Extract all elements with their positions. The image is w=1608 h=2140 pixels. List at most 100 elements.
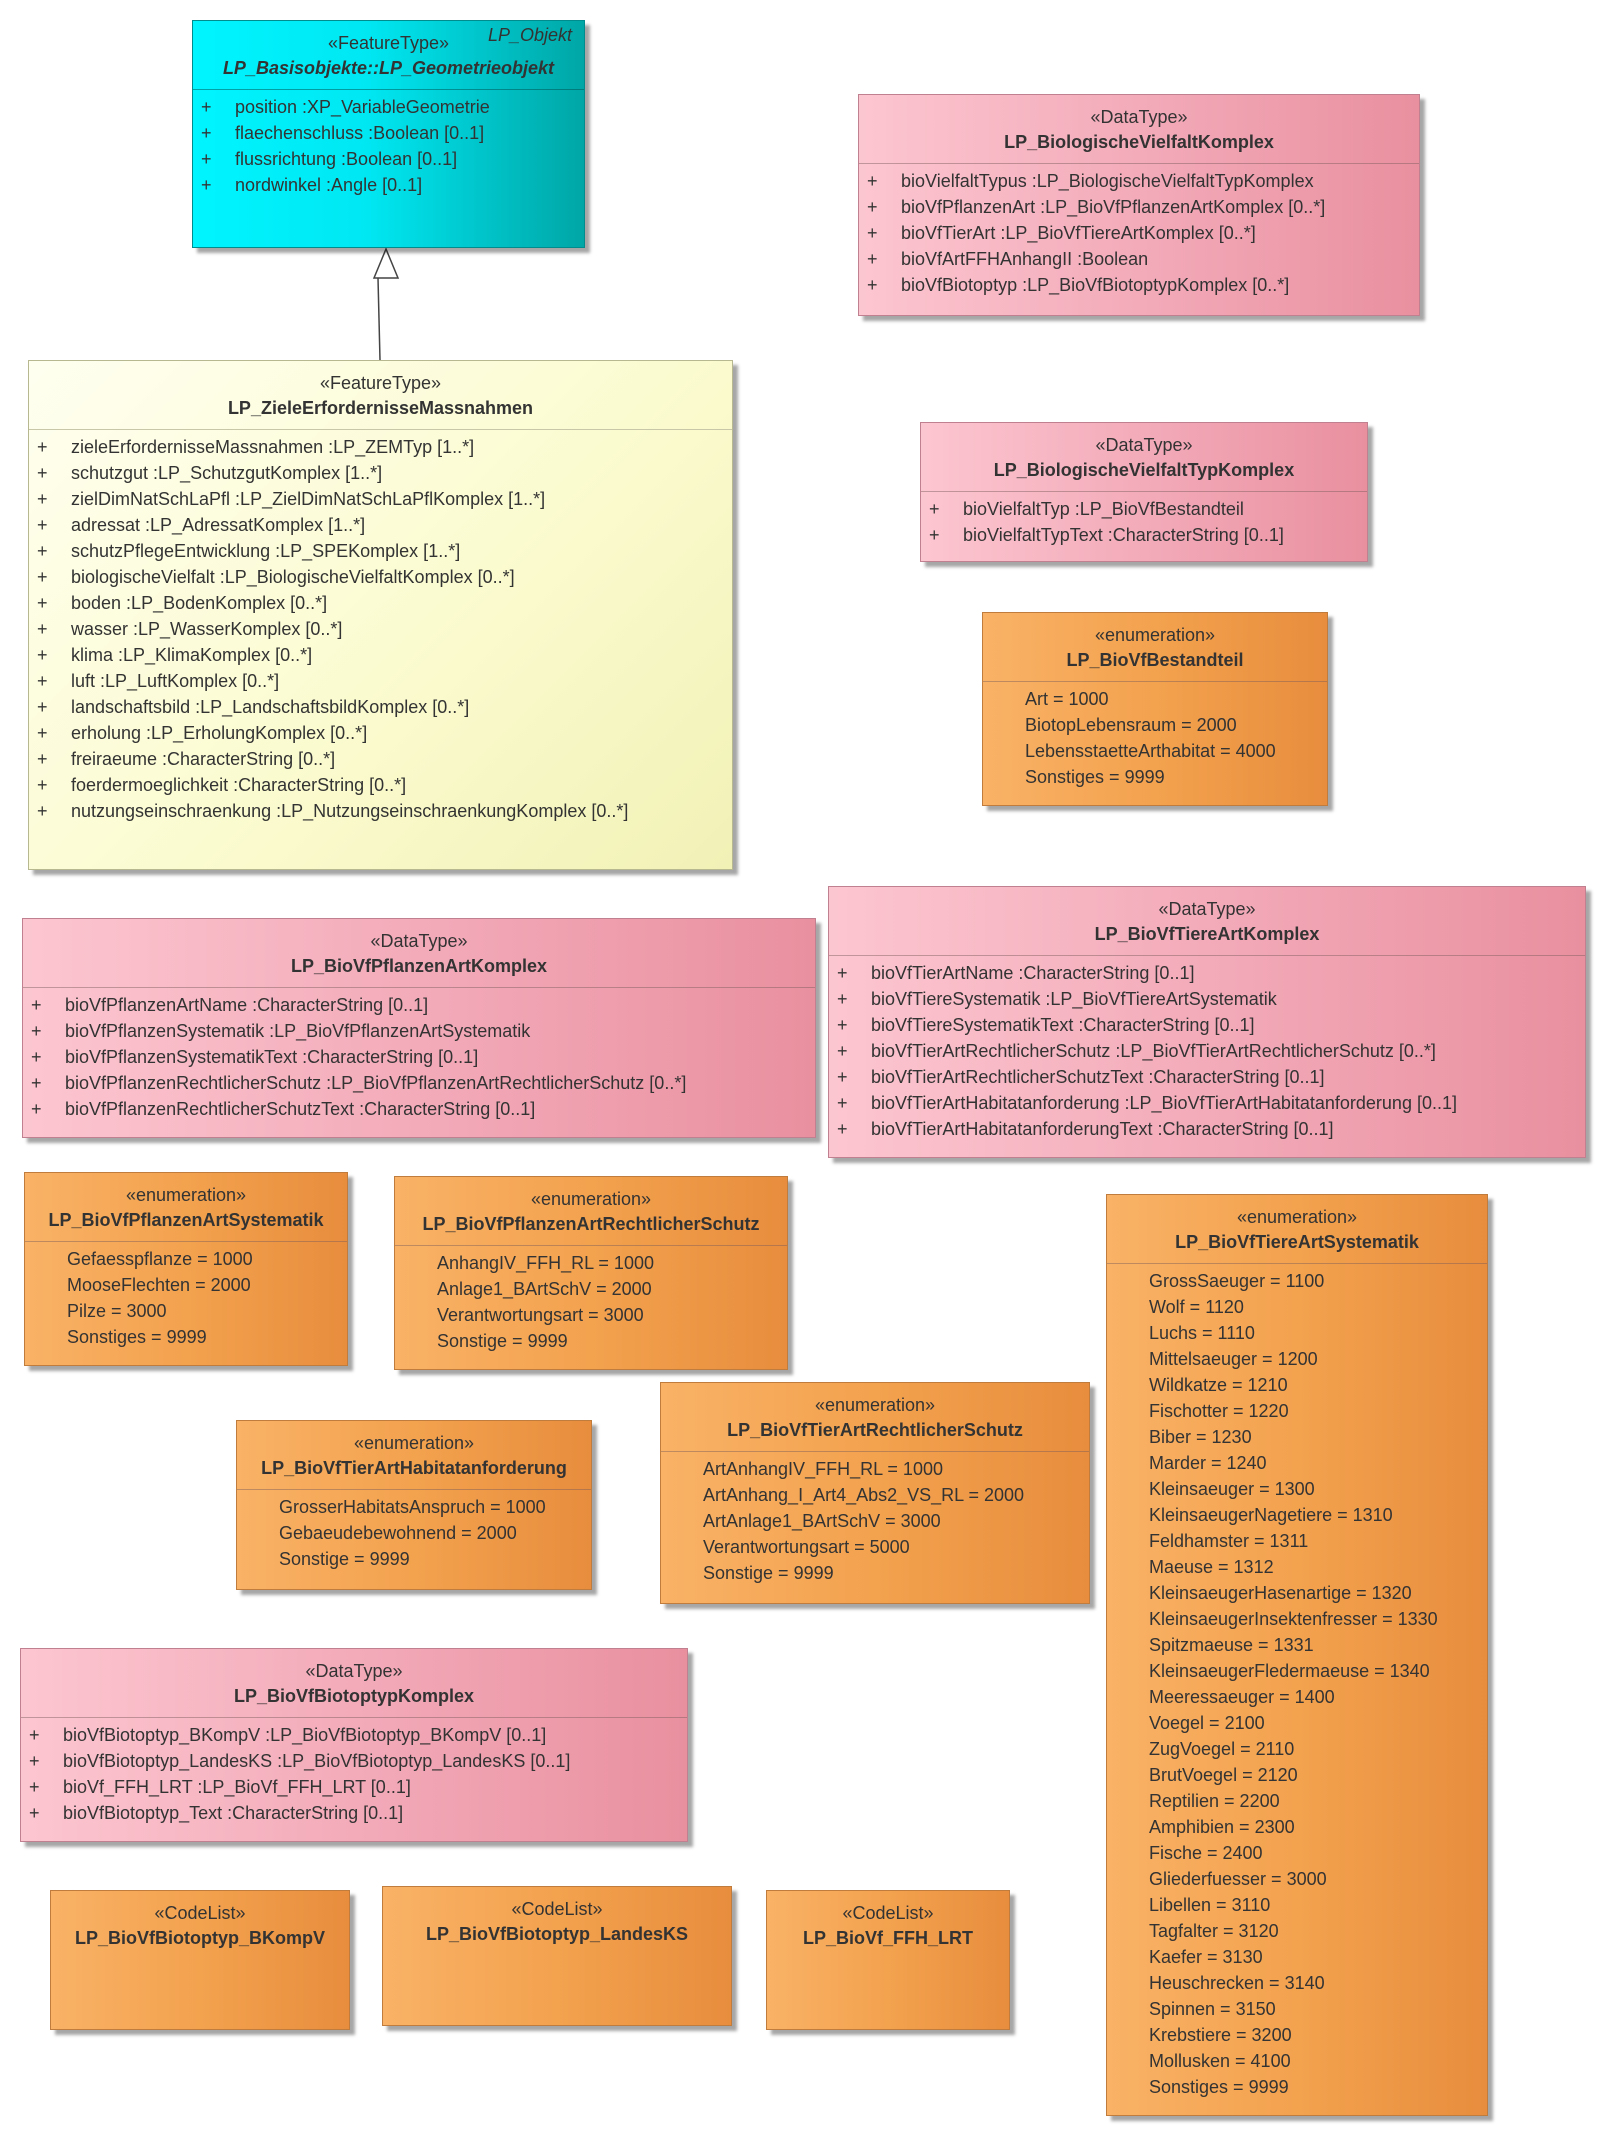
- attribute-row[interactable]: +bioVfPflanzenRechtlicherSchutzText :Cha…: [23, 1096, 815, 1122]
- codelist-lp-biovf-biotoptyp-bkompv[interactable]: «CodeList»LP_BioVfBiotoptyp_BKompV: [50, 1890, 350, 2030]
- enum-literal[interactable]: KleinsaeugerFledermaeuse = 1340: [1149, 1661, 1430, 1681]
- attribute-row[interactable]: +bioVfTierArtHabitatanforderung :LP_BioV…: [829, 1090, 1585, 1116]
- class-lp-ziele-erfordernisse-massnahmen[interactable]: «FeatureType»LP_ZieleErfordernisseMassna…: [28, 360, 733, 870]
- attribute-row[interactable]: +nutzungseinschraenkung :LP_Nutzungseins…: [29, 798, 732, 824]
- attribute-row[interactable]: +schutzPflegeEntwicklung :LP_SPEKomplex …: [29, 538, 732, 564]
- enum-literal[interactable]: Amphibien = 2300: [1149, 1817, 1295, 1837]
- attribute-row[interactable]: +bioVielfaltTypus :LP_BiologischeVielfal…: [859, 168, 1419, 194]
- class-lp-biovf-biotoptyp-komplex[interactable]: «DataType»LP_BioVfBiotoptypKomplex+bioVf…: [20, 1648, 688, 1842]
- attribute-row[interactable]: +bioVfBiotoptyp :LP_BioVfBiotoptypKomple…: [859, 272, 1419, 298]
- codelist-lp-biovf-ffh-lrt[interactable]: «CodeList»LP_BioVf_FFH_LRT: [766, 1890, 1010, 2030]
- enum-literal[interactable]: Marder = 1240: [1149, 1453, 1267, 1473]
- codelist-lp-biovf-biotoptyp-landesks[interactable]: «CodeList»LP_BioVfBiotoptyp_LandesKS: [382, 1886, 732, 2026]
- attribute-row[interactable]: +bioVfTierArtRechtlicherSchutz :LP_BioVf…: [829, 1038, 1585, 1064]
- enum-literal[interactable]: Gefaesspflanze = 1000: [67, 1249, 253, 1269]
- enum-literal[interactable]: Meeressaeuger = 1400: [1149, 1687, 1335, 1707]
- attribute-row[interactable]: +bioVfTiereSystematik :LP_BioVfTiereArtS…: [829, 986, 1585, 1012]
- attribute-row[interactable]: +landschaftsbild :LP_LandschaftsbildKomp…: [29, 694, 732, 720]
- enum-literal[interactable]: BiotopLebensraum = 2000: [1025, 715, 1237, 735]
- enum-literal[interactable]: KleinsaeugerNagetiere = 1310: [1149, 1505, 1393, 1525]
- enum-literal[interactable]: GrosserHabitatsAnspruch = 1000: [279, 1497, 546, 1517]
- attribute-row[interactable]: +freiraeume :CharacterString [0..*]: [29, 746, 732, 772]
- enum-literal[interactable]: Kleinsaeuger = 1300: [1149, 1479, 1315, 1499]
- attribute-row[interactable]: +bioVfBiotoptyp_LandesKS :LP_BioVfBiotop…: [21, 1748, 687, 1774]
- class-lp-biovf-pflanzen-art-komplex[interactable]: «DataType»LP_BioVfPflanzenArtKomplex+bio…: [22, 918, 816, 1138]
- class-lp-biovf-tiere-art-komplex[interactable]: «DataType»LP_BioVfTiereArtKomplex+bioVfT…: [828, 886, 1586, 1158]
- attribute-row[interactable]: +flussrichtung :Boolean [0..1]: [193, 146, 584, 172]
- attribute-row[interactable]: +luft :LP_LuftKomplex [0..*]: [29, 668, 732, 694]
- enum-literal[interactable]: KleinsaeugerInsektenfresser = 1330: [1149, 1609, 1438, 1629]
- enum-literal[interactable]: Sonstiges = 9999: [1149, 2077, 1289, 2097]
- enum-literal[interactable]: ArtAnlage1_BArtSchV = 3000: [703, 1511, 941, 1531]
- enum-literal[interactable]: AnhangIV_FFH_RL = 1000: [437, 1253, 654, 1273]
- enum-literal[interactable]: Sonstiges = 9999: [1025, 767, 1165, 787]
- enum-literal[interactable]: Biber = 1230: [1149, 1427, 1252, 1447]
- enum-literal[interactable]: Gliederfuesser = 3000: [1149, 1869, 1327, 1889]
- enum-literal[interactable]: Spinnen = 3150: [1149, 1999, 1276, 2019]
- attribute-row[interactable]: +bioVf_FFH_LRT :LP_BioVf_FFH_LRT [0..1]: [21, 1774, 687, 1800]
- attribute-row[interactable]: +zieleErfordernisseMassnahmen :LP_ZEMTyp…: [29, 434, 732, 460]
- enum-literal[interactable]: Sonstige = 9999: [437, 1331, 568, 1351]
- enum-lp-biovf-tier-art-habitatanforderung[interactable]: «enumeration»LP_BioVfTierArtHabitatanfor…: [236, 1420, 592, 1590]
- enum-literal[interactable]: Gebaeudebewohnend = 2000: [279, 1523, 517, 1543]
- enum-literal[interactable]: Fischotter = 1220: [1149, 1401, 1289, 1421]
- enum-literal[interactable]: Kaefer = 3130: [1149, 1947, 1263, 1967]
- enum-literal[interactable]: Verantwortungsart = 3000: [437, 1305, 644, 1325]
- attribute-row[interactable]: +bioVfPflanzenSystematik :LP_BioVfPflanz…: [23, 1018, 815, 1044]
- attribute-row[interactable]: +bioVfTiereSystematikText :CharacterStri…: [829, 1012, 1585, 1038]
- attribute-row[interactable]: +bioVfPflanzenSystematikText :CharacterS…: [23, 1044, 815, 1070]
- enum-literal[interactable]: Wildkatze = 1210: [1149, 1375, 1288, 1395]
- enum-literal[interactable]: Reptilien = 2200: [1149, 1791, 1280, 1811]
- enum-literal[interactable]: Feldhamster = 1311: [1149, 1531, 1309, 1551]
- attribute-row[interactable]: +bioVfTierArt :LP_BioVfTiereArtKomplex […: [859, 220, 1419, 246]
- attribute-row[interactable]: +bioVfBiotoptyp_BKompV :LP_BioVfBiotopty…: [21, 1722, 687, 1748]
- attribute-row[interactable]: +wasser :LP_WasserKomplex [0..*]: [29, 616, 732, 642]
- attribute-row[interactable]: +position :XP_VariableGeometrie: [193, 94, 584, 120]
- enum-literal[interactable]: KleinsaeugerHasenartige = 1320: [1149, 1583, 1412, 1603]
- enum-literal[interactable]: MooseFlechten = 2000: [67, 1275, 251, 1295]
- attribute-row[interactable]: +flaechenschluss :Boolean [0..1]: [193, 120, 584, 146]
- attribute-row[interactable]: +bioVielfaltTyp :LP_BioVfBestandteil: [921, 496, 1367, 522]
- enum-lp-biovf-pflanzen-art-systematik[interactable]: «enumeration»LP_BioVfPflanzenArtSystemat…: [24, 1172, 348, 1366]
- enum-literal[interactable]: Pilze = 3000: [67, 1301, 167, 1321]
- attribute-row[interactable]: +bioVfTierArtHabitatanforderungText :Cha…: [829, 1116, 1585, 1142]
- enum-literal[interactable]: Luchs = 1110: [1149, 1323, 1255, 1343]
- enum-literal[interactable]: BrutVoegel = 2120: [1149, 1765, 1298, 1785]
- enum-literal[interactable]: Krebstiere = 3200: [1149, 2025, 1292, 2045]
- attribute-row[interactable]: +bioVfPflanzenArt :LP_BioVfPflanzenArtKo…: [859, 194, 1419, 220]
- enum-literal[interactable]: Mittelsaeuger = 1200: [1149, 1349, 1318, 1369]
- enum-lp-biovf-tier-art-rechtlicher-schutz[interactable]: «enumeration»LP_BioVfTierArtRechtlicherS…: [660, 1382, 1090, 1604]
- enum-literal[interactable]: Spitzmaeuse = 1331: [1149, 1635, 1314, 1655]
- attribute-row[interactable]: +bioVielfaltTypText :CharacterString [0.…: [921, 522, 1367, 548]
- attribute-row[interactable]: +bioVfTierArtName :CharacterString [0..1…: [829, 960, 1585, 986]
- attribute-row[interactable]: +adressat :LP_AdressatKomplex [1..*]: [29, 512, 732, 538]
- attribute-row[interactable]: +bioVfTierArtRechtlicherSchutzText :Char…: [829, 1064, 1585, 1090]
- enum-literal[interactable]: Voegel = 2100: [1149, 1713, 1265, 1733]
- enum-literal[interactable]: ZugVoegel = 2110: [1149, 1739, 1295, 1759]
- enum-literal[interactable]: Libellen = 3110: [1149, 1895, 1271, 1915]
- attribute-row[interactable]: +klima :LP_KlimaKomplex [0..*]: [29, 642, 732, 668]
- class-lp-biologische-vielfalt-komplex[interactable]: «DataType»LP_BiologischeVielfaltKomplex+…: [858, 94, 1420, 316]
- enum-literal[interactable]: Anlage1_BArtSchV = 2000: [437, 1279, 652, 1299]
- enum-literal[interactable]: GrossSaeuger = 1100: [1149, 1271, 1325, 1291]
- attribute-row[interactable]: +zielDimNatSchLaPfl :LP_ZielDimNatSchLaP…: [29, 486, 732, 512]
- enum-literal[interactable]: Tagfalter = 3120: [1149, 1921, 1279, 1941]
- attribute-row[interactable]: +schutzgut :LP_SchutzgutKomplex [1..*]: [29, 460, 732, 486]
- attribute-row[interactable]: +biologischeVielfalt :LP_BiologischeViel…: [29, 564, 732, 590]
- class-lp-biologische-vielfalt-typ-komplex[interactable]: «DataType»LP_BiologischeVielfaltTypKompl…: [920, 422, 1368, 562]
- attribute-row[interactable]: +bioVfPflanzenRechtlicherSchutz :LP_BioV…: [23, 1070, 815, 1096]
- attribute-row[interactable]: +boden :LP_BodenKomplex [0..*]: [29, 590, 732, 616]
- attribute-row[interactable]: +nordwinkel :Angle [0..1]: [193, 172, 584, 198]
- attribute-row[interactable]: +bioVfArtFFHAnhangII :Boolean: [859, 246, 1419, 272]
- enum-literal[interactable]: Sonstige = 9999: [279, 1549, 410, 1569]
- enum-literal[interactable]: Art = 1000: [1025, 689, 1109, 709]
- enum-literal[interactable]: Mollusken = 4100: [1149, 2051, 1291, 2071]
- class-lp-geometrieobjekt[interactable]: LP_Objekt «FeatureType»LP_Basisobjekte::…: [192, 20, 585, 248]
- enum-literal[interactable]: Fische = 2400: [1149, 1843, 1263, 1863]
- enum-literal[interactable]: ArtAnhang_I_Art4_Abs2_VS_RL = 2000: [703, 1485, 1025, 1505]
- attribute-row[interactable]: +foerdermoeglichkeit :CharacterString [0…: [29, 772, 732, 798]
- enum-lp-biovf-pflanzen-art-rechtlicher-schutz[interactable]: «enumeration»LP_BioVfPflanzenArtRechtlic…: [394, 1176, 788, 1370]
- enum-literal[interactable]: Sonstiges = 9999: [67, 1327, 207, 1347]
